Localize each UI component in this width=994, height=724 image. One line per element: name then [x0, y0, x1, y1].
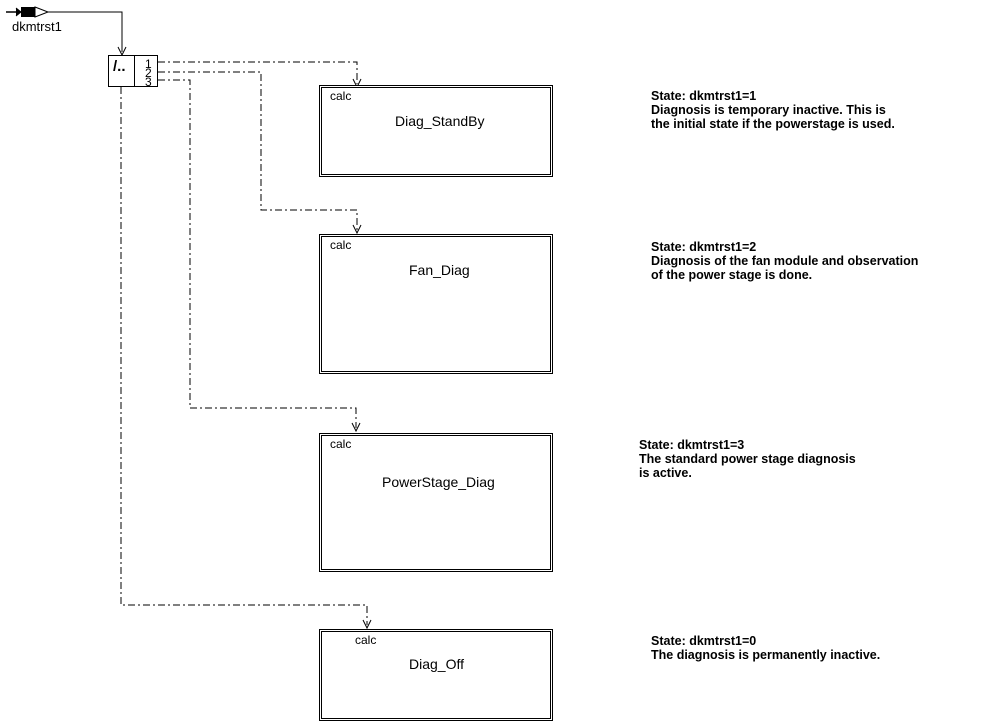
- calc-block-diag-standby[interactable]: calc Diag_StandBy: [319, 85, 553, 177]
- input-label: dkmtrst1: [12, 19, 62, 34]
- note-line: State: dkmtrst1=1: [651, 89, 757, 103]
- wire-default: [120, 87, 368, 625]
- port-label-1: 1: [145, 57, 152, 71]
- note-line: State: dkmtrst1=2: [651, 240, 757, 254]
- block-name: Diag_StandBy: [395, 113, 485, 129]
- port-label-2: 2: [145, 66, 152, 80]
- selector-divider: [134, 56, 135, 86]
- note-line: is active.: [639, 466, 692, 480]
- note-line: the initial state if the powerstage is u…: [651, 117, 895, 131]
- wire-port-2: [158, 71, 358, 230]
- note-line: State: dkmtrst1=0: [651, 634, 757, 648]
- calc-tag: calc: [330, 89, 352, 103]
- input-port-icon: [21, 7, 35, 17]
- calc-block-fan-diag[interactable]: calc Fan_Diag: [319, 234, 553, 374]
- calc-tag: calc: [330, 437, 352, 451]
- switch-icon: /..: [113, 58, 126, 75]
- calc-tag: calc: [355, 633, 377, 647]
- note-line: Diagnosis is temporary inactive. This is: [651, 103, 886, 117]
- state-selector[interactable]: /.. 1 2 3: [108, 55, 158, 89]
- wire-port-3: [158, 79, 357, 428]
- state-note-3: State: dkmtrst1=3 The standard power sta…: [639, 438, 856, 480]
- note-line: Diagnosis of the fan module and observat…: [651, 254, 919, 268]
- state-note-0: State: dkmtrst1=0 The diagnosis is perma…: [651, 634, 880, 662]
- note-line: The diagnosis is permanently inactive.: [651, 648, 881, 662]
- wire-port-1: [158, 61, 358, 84]
- note-line: of the power stage is done.: [651, 268, 813, 282]
- state-note-1: State: dkmtrst1=1 Diagnosis is temporary…: [651, 89, 895, 131]
- note-line: State: dkmtrst1=3: [639, 438, 745, 452]
- note-line: The standard power stage diagnosis: [639, 452, 856, 466]
- calc-block-powerstage-diag[interactable]: calc PowerStage_Diag: [319, 433, 553, 572]
- block-name: Diag_Off: [409, 656, 464, 672]
- calc-block-diag-off[interactable]: calc Diag_Off: [319, 629, 553, 721]
- state-note-2: State: dkmtrst1=2 Diagnosis of the fan m…: [651, 240, 918, 282]
- block-name: PowerStage_Diag: [382, 474, 495, 490]
- calc-tag: calc: [330, 238, 352, 252]
- port-label-3: 3: [145, 75, 152, 89]
- block-name: Fan_Diag: [409, 262, 470, 278]
